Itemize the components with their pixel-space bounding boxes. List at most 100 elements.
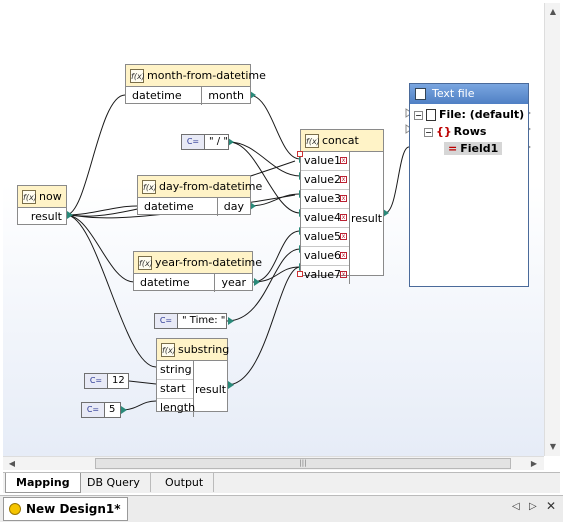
function-icon: f(x) — [161, 343, 176, 357]
add-input-icon[interactable] — [297, 151, 303, 157]
function-icon: f(x) — [130, 69, 145, 83]
tab-mapping[interactable]: Mapping — [5, 473, 81, 493]
braces-icon: {} — [436, 125, 452, 138]
constant-time-value: " Time: " — [182, 315, 226, 326]
document-icon — [9, 503, 21, 515]
tree-node-rows[interactable]: −{}Rows — [410, 123, 528, 140]
concat-input-label: value4 — [304, 211, 342, 224]
concat-function-title: concat — [322, 134, 359, 147]
concat-input-label: value1 — [304, 154, 342, 167]
scroll-right-icon[interactable]: ▶ — [530, 459, 538, 468]
day-from-datetime-title: day-from-datetime — [159, 180, 263, 193]
remove-input-icon[interactable]: x — [340, 157, 347, 164]
substring-function-title: substring — [178, 343, 230, 356]
constant-icon: C= — [155, 314, 178, 328]
remove-input-icon[interactable]: x — [340, 233, 347, 240]
nav-right-icon[interactable]: ▷ — [529, 501, 537, 512]
substring-function-header: f(x)substring — [157, 339, 230, 361]
substring-input-start[interactable]: start — [157, 380, 193, 399]
mapping-design-area[interactable]: f(x)now result f(x)month-from-datetime d… — [3, 3, 544, 456]
scroll-down-icon[interactable]: ▼ — [549, 442, 557, 451]
tab-output[interactable]: Output — [155, 473, 215, 492]
tree-node-field1-label: Field1 — [460, 142, 499, 155]
concat-output-result[interactable]: result — [350, 211, 383, 225]
file-icon — [426, 109, 436, 121]
year-input-datetime[interactable]: datetime — [134, 274, 216, 292]
substring-function-box[interactable]: f(x)substring string start length result — [156, 338, 230, 417]
constant-slash-value: " / " — [209, 136, 228, 147]
vertical-scrollbar[interactable]: ▲ ▼ — [544, 3, 560, 456]
collapse-toggle-icon[interactable]: − — [424, 127, 433, 137]
remove-input-icon[interactable]: x — [340, 271, 347, 278]
now-function-header: f(x)now — [18, 186, 66, 208]
tree-node-rows-label: Rows — [453, 125, 487, 138]
day-output-day[interactable]: day — [223, 200, 244, 213]
view-tabs: Mapping DB Query Output — [3, 472, 560, 493]
field-icon: = — [448, 142, 458, 155]
constant-time[interactable]: C= " Time: " — [154, 313, 227, 329]
add-input-icon[interactable] — [297, 271, 303, 277]
concat-input-label: value7 — [304, 268, 342, 281]
document-tab-bar: New Design1* ◁ ▷ ✕ — [0, 495, 563, 522]
function-icon: f(x) — [305, 134, 320, 148]
day-from-datetime-box[interactable]: f(x)day-from-datetime datetime day — [137, 175, 262, 216]
concat-input-label: value5 — [304, 230, 342, 243]
concat-input-label: value3 — [304, 192, 342, 205]
month-output-month[interactable]: month — [208, 89, 244, 102]
text-file-title: Text file — [432, 87, 475, 100]
text-file-component[interactable]: Text file −File: (default) −{}Rows =Fiel… — [409, 83, 529, 287]
text-file-header: Text file — [410, 84, 528, 104]
year-from-datetime-box[interactable]: f(x)year-from-datetime datetime year — [133, 251, 262, 292]
remove-input-icon[interactable]: x — [340, 252, 347, 259]
scroll-left-icon[interactable]: ◀ — [8, 459, 16, 468]
constant-start[interactable]: C= 12 — [84, 373, 129, 389]
year-from-datetime-header: f(x)year-from-datetime — [134, 252, 262, 274]
function-icon: f(x) — [138, 256, 153, 270]
now-function-box[interactable]: f(x)now result — [17, 185, 67, 225]
now-output-result[interactable]: result — [30, 210, 62, 223]
close-icon[interactable]: ✕ — [546, 499, 557, 513]
remove-input-icon[interactable]: x — [340, 176, 347, 183]
tree-node-file-label: File: (default) — [439, 108, 525, 121]
concat-input-label: value2 — [304, 173, 342, 186]
document-tab[interactable]: New Design1* — [3, 497, 128, 521]
month-from-datetime-box[interactable]: f(x)month-from-datetime datetime month — [125, 64, 266, 105]
substring-input-length[interactable]: length — [160, 401, 196, 414]
day-from-datetime-header: f(x)day-from-datetime — [138, 176, 262, 198]
constant-start-value: 12 — [112, 375, 125, 386]
constant-length[interactable]: C= 5 — [81, 402, 121, 418]
constant-icon: C= — [182, 135, 205, 149]
month-input-datetime[interactable]: datetime — [126, 87, 203, 105]
scroll-up-icon[interactable]: ▲ — [549, 7, 557, 16]
year-output-year[interactable]: year — [221, 276, 246, 289]
substring-input-string[interactable]: string — [157, 361, 193, 380]
horizontal-scroll-thumb[interactable]: ||| — [95, 458, 511, 469]
remove-input-icon[interactable]: x — [340, 195, 347, 202]
day-input-datetime[interactable]: datetime — [138, 198, 218, 216]
constant-icon: C= — [82, 403, 105, 417]
tab-db-query[interactable]: DB Query — [77, 473, 151, 492]
remove-input-icon[interactable]: x — [340, 214, 347, 221]
concat-function-header: f(x)concat — [301, 130, 383, 152]
month-from-datetime-header: f(x)month-from-datetime — [126, 65, 266, 87]
collapse-toggle-icon[interactable]: − — [414, 110, 423, 120]
concat-input-label: value6 — [304, 249, 342, 262]
tree-node-field1[interactable]: =Field1 — [410, 140, 528, 157]
constant-icon: C= — [85, 374, 108, 388]
substring-output-result[interactable]: result — [194, 382, 227, 396]
tree-node-file[interactable]: − File: (default) — [410, 106, 528, 123]
constant-length-value: 5 — [109, 404, 116, 415]
constant-slash[interactable]: C= " / " — [181, 134, 229, 150]
nav-left-icon[interactable]: ◁ — [512, 501, 520, 512]
horizontal-scrollbar[interactable]: ◀ ||| ▶ — [3, 456, 544, 470]
function-icon: f(x) — [22, 190, 37, 204]
